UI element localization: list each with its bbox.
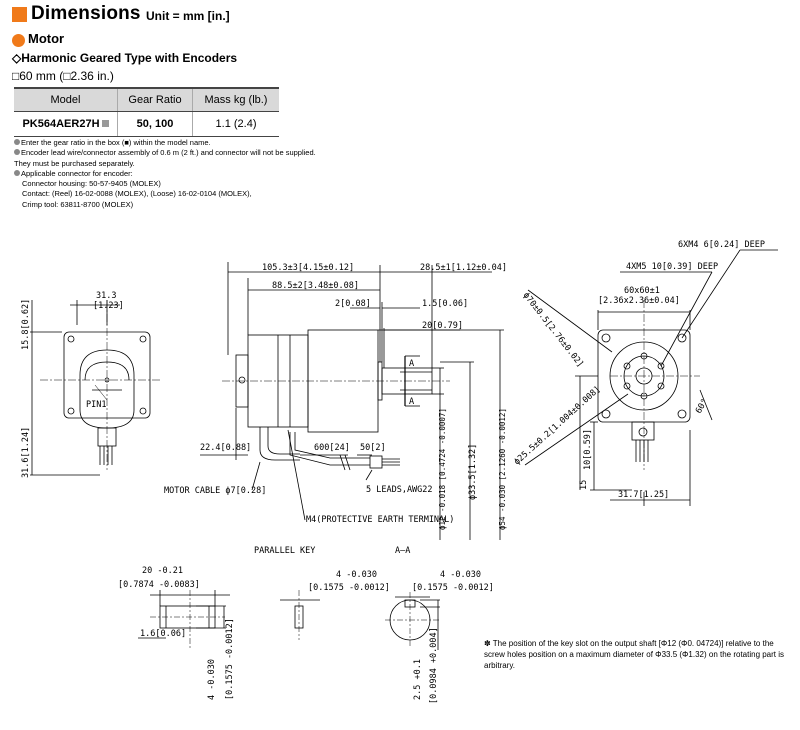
section-aa-width: 4 -0.030: [440, 570, 481, 580]
dimension-drawing: 31.3 [1.23] 15.8[0.62] 31.6[1.24] PIN1 1…: [21, 240, 778, 704]
dim-angle: 60°: [694, 397, 710, 415]
earth-terminal-label: M4(PROTECTIVE EARTH TERMINAL): [306, 515, 454, 525]
dim-front-width-in: [1.23]: [93, 301, 124, 311]
note-line: Contact: (Reel) 16-02-0088 (MOLEX), (Loo…: [22, 189, 252, 199]
section-aa-view: [385, 592, 440, 650]
key-height-in: [0.1575 -0.0012]: [225, 618, 235, 700]
footnote: ✽ The position of the key slot on the ou…: [484, 639, 785, 670]
dim-front-bottom: 31.6[1.24]: [21, 427, 31, 478]
cell-mass: 1.1 (2.4): [192, 111, 279, 137]
dim-h1: 10[0.59]: [583, 429, 593, 470]
note-line: Applicable connector for encoder:: [21, 168, 133, 178]
section-a-bottom: A: [409, 397, 414, 407]
key-length: 20 -0.21: [142, 566, 183, 576]
section-aa-title: A–A: [395, 546, 410, 556]
gear-box-icon: [101, 120, 109, 127]
dim-front-width: 31.3: [96, 291, 116, 301]
note-bullet-icon: [14, 139, 20, 145]
spec-table: Model Gear Ratio Mass kg (lb.) PK564AER2…: [14, 87, 279, 137]
key-chamfer: 1.6[0.06]: [140, 629, 186, 639]
holes-m4-label: 6XM4 6[0.24] DEEP: [678, 240, 765, 250]
note-bullet-icon: [14, 169, 20, 176]
key-width-in: [0.1575 -0.0012]: [308, 583, 390, 593]
leads-label: 5 LEADS,AWG22: [366, 485, 433, 495]
dim-pilot: 1.5[0.06]: [422, 299, 468, 309]
dim-shaft-dia: ϕ12 -0.018 [0.4724 -0.0007]: [438, 408, 447, 530]
unit-label: Unit = mm [in.]: [146, 9, 230, 23]
dim-body-length: 88.5±2[3.48±0.08]: [272, 281, 359, 291]
dim-encoder: 22.4[0.88]: [200, 443, 251, 453]
dim-flange-width: 31.7[1.25]: [618, 490, 669, 500]
key-view: [138, 590, 320, 650]
col-mass: Mass kg (lb.): [192, 87, 279, 112]
flange-view: [524, 249, 778, 506]
note-line: Encoder lead wire/connector assembly of …: [21, 148, 316, 158]
section-motor: Motor: [28, 31, 65, 46]
note-line: They must be purchased separately.: [14, 158, 135, 168]
notes: Enter the gear ratio in the box (■) with…: [14, 138, 316, 210]
page-title: Dimensions: [31, 3, 141, 24]
header-square-icon: [12, 7, 27, 22]
key-length-in: [0.7874 -0.0083]: [118, 580, 200, 590]
note-line: Connector housing: 50-57-9405 (MOLEX): [22, 179, 161, 189]
size-heading: □60 mm (□2.36 in.): [12, 69, 114, 83]
note-bullet-icon: [14, 149, 20, 156]
section-aa-depth-in: [0.0984 +0.004]: [429, 627, 439, 704]
cell-model: PK564AER27H: [14, 111, 118, 137]
cell-gear-ratio: 50, 100: [117, 111, 193, 137]
dim-flange: 2[0.08]: [335, 299, 371, 309]
section-aa-depth: 2.5 +0.1: [413, 659, 423, 700]
dim-overall-length: 105.3±3[4.15±0.12]: [262, 263, 354, 273]
side-view: [200, 262, 504, 540]
dim-strip: 50[2]: [360, 443, 386, 453]
dim-cable: 600[24]: [314, 443, 350, 453]
motor-cable-label: MOTOR CABLE ϕ7[0.28]: [164, 486, 266, 496]
dim-pcd: ϕ70±0.5[2.76±0.02]: [521, 291, 586, 370]
note-line: Crimp tool: 63811-8700 (MOLEX): [22, 199, 134, 209]
dim-body-dia: ϕ33.5[1.32]: [468, 444, 478, 500]
front-view: [30, 300, 160, 476]
dim-front-top: 15.8[0.62]: [21, 299, 31, 350]
note-line: Enter the gear ratio in the box (■) with…: [21, 138, 211, 147]
dim-key-length: 20[0.79]: [422, 321, 463, 331]
dim-square: 60x60±1: [624, 286, 660, 296]
dim-shaft-length: 28.5±1[1.12±0.04]: [420, 263, 507, 273]
table-row: PK564AER27H 50, 100 1.1 (2.4): [14, 111, 279, 137]
col-model: Model: [14, 87, 118, 112]
dim-square-in: [2.36x2.36±0.04]: [598, 296, 680, 306]
pin1-label: PIN1: [86, 400, 106, 410]
key-title: PARALLEL KEY: [254, 546, 315, 556]
dim-h2: 15: [579, 480, 589, 490]
key-width: 4 -0.030: [336, 570, 377, 580]
dim-pilot-dia: ϕ54 -0.030 [2.1260 -0.0012]: [498, 408, 507, 530]
holes-m5-label: 4XM5 10[0.39] DEEP: [626, 262, 718, 272]
type-heading: ◇Harmonic Geared Type with Encoders: [12, 51, 238, 65]
section-a-top: A: [409, 359, 414, 369]
bullet-dot-icon: [12, 34, 25, 47]
key-height: 4 -0.030: [207, 659, 217, 700]
col-gear-ratio: Gear Ratio: [117, 87, 193, 112]
section-aa-width-in: [0.1575 -0.0012]: [412, 583, 494, 593]
